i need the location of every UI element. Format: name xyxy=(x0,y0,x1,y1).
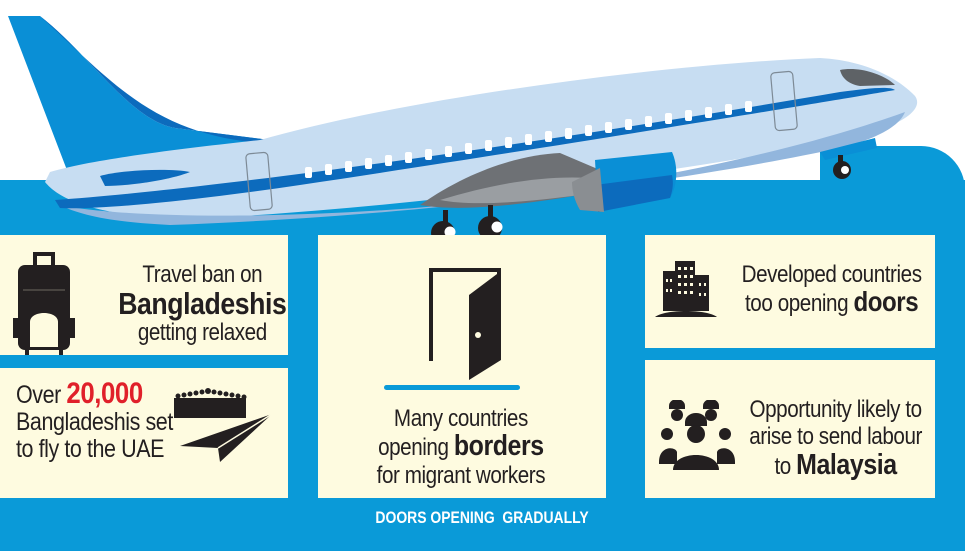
divider-line xyxy=(384,385,520,390)
developed-line1: Developed countries xyxy=(741,261,922,288)
travel-ban-line1: Travel ban on xyxy=(142,261,263,288)
travel-ban-line3: getting relaxed xyxy=(137,319,267,346)
malaysia-line2: arise to send labour xyxy=(749,423,922,450)
buildings-icon xyxy=(655,261,717,317)
footer-title: DOORS OPENING GRADUALLY xyxy=(0,508,965,528)
workers-hardhat-icon xyxy=(659,400,735,470)
background-blue-corner xyxy=(820,146,965,226)
uae-line2: Bangladeshis set xyxy=(16,408,173,436)
airplane-icon xyxy=(8,16,918,245)
panel-uae-workers: Over 20,000 Bangladeshis set to fly to t… xyxy=(0,368,288,498)
uae-count: 20,000 xyxy=(66,377,143,410)
borders-line2-bold: borders xyxy=(453,430,544,462)
panel-malaysia: Opportunity likely to arise to send labo… xyxy=(645,360,935,498)
borders-line1: Many countries xyxy=(393,405,528,432)
footer-title-text: DOORS OPENING GRADUALLY xyxy=(375,508,590,527)
travel-ban-line2: Bangladeshis xyxy=(118,286,287,321)
luggage-icon xyxy=(13,252,75,355)
uae-line3: to fly to the UAE xyxy=(16,435,165,463)
open-door-icon xyxy=(429,268,501,380)
uae-line1-prefix: Over xyxy=(16,381,67,409)
malaysia-line3-prefix: to xyxy=(774,453,797,480)
developed-line2-bold: doors xyxy=(853,286,919,317)
borders-line2-prefix: opening xyxy=(378,434,454,461)
malaysia-line3-bold: Malaysia xyxy=(796,449,897,481)
panel-developed-countries: Developed countries too opening doors xyxy=(645,235,935,348)
crowd-paper-plane-icon xyxy=(174,388,273,462)
malaysia-line1: Opportunity likely to xyxy=(749,396,922,423)
developed-line2-prefix: too opening xyxy=(744,290,854,317)
panel-travel-ban: Travel ban on Bangladeshis getting relax… xyxy=(0,235,288,355)
borders-line3: for migrant workers xyxy=(376,462,546,489)
panel-open-borders: Many countries opening borders for migra… xyxy=(318,235,606,498)
